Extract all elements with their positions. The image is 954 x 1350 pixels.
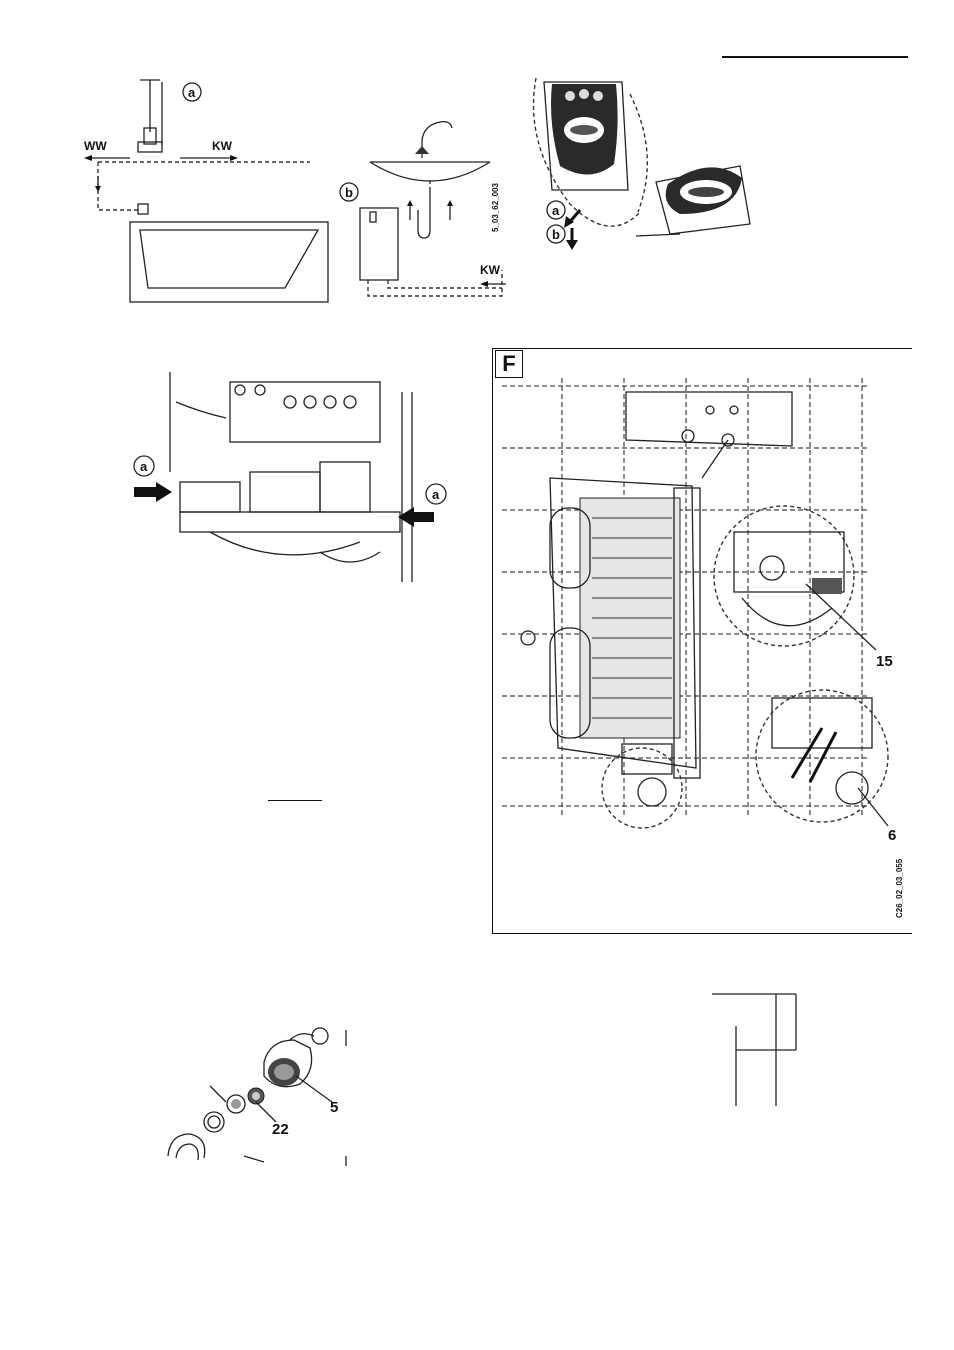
tile-grid xyxy=(502,378,867,818)
tap-label-b: b xyxy=(345,185,353,200)
cover-label-a: a xyxy=(552,203,560,218)
cover-label-b: b xyxy=(552,227,560,242)
clips-label-a-left: a xyxy=(140,459,148,474)
callout-5: 5 xyxy=(330,1099,338,1116)
tap-label-kw2: KW xyxy=(480,263,501,277)
callout-15: 15 xyxy=(876,653,893,670)
header-rule xyxy=(722,56,908,58)
small-rule xyxy=(268,800,322,801)
tap-label-kw: KW xyxy=(212,139,233,153)
figure-f-code: C26_02_03_055 xyxy=(895,858,904,918)
bracket-diagram xyxy=(706,990,806,1110)
side-clips-figure: a a xyxy=(120,362,470,592)
tap-label-a: a xyxy=(188,85,196,100)
tap-figure-code: 5_03_62_003 xyxy=(491,183,500,232)
tap-label-ww: WW xyxy=(84,139,107,153)
callout-6: 6 xyxy=(888,827,896,844)
callout-22: 22 xyxy=(272,1121,289,1138)
figure-f-drawing: 15 6 C26_02_03_055 xyxy=(492,348,912,934)
tap-installation-figure: 5_03_62_003 a b WW KW KW xyxy=(70,70,510,310)
filter-figure: 5 22 xyxy=(160,1026,360,1176)
clips-label-a-right: a xyxy=(432,487,440,502)
cover-removal-figure: a b xyxy=(530,74,770,264)
